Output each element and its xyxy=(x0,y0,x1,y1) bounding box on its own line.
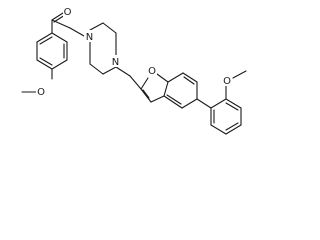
atom-label-methoxyphenyl-oxygen: O xyxy=(222,75,232,87)
ortho-methoxy xyxy=(225,70,247,100)
furan-ring xyxy=(140,73,169,103)
methylene-link xyxy=(69,27,85,37)
methoxyphenyl-ring xyxy=(210,98,242,135)
svg-text:O: O xyxy=(64,7,72,18)
svg-text:O: O xyxy=(148,66,156,77)
atom-label-anisyl-oxygen: O xyxy=(36,86,46,98)
svg-text:O: O xyxy=(223,76,231,87)
svg-text:N: N xyxy=(86,32,93,43)
benzo-ring xyxy=(163,72,198,109)
chemical-structure: O O N N O O xyxy=(21,6,247,135)
anisyl-ring xyxy=(36,32,68,70)
atom-label-piperazine-n1: N xyxy=(84,30,95,43)
svg-text:O: O xyxy=(37,87,45,98)
benzofuran-link xyxy=(115,66,142,90)
atom-label-piperazine-n4: N xyxy=(110,55,121,68)
svg-text:N: N xyxy=(112,57,119,68)
biaryl-bond xyxy=(196,98,212,109)
atom-label-furan-oxygen: O xyxy=(147,65,157,77)
piperazine-ring xyxy=(89,22,117,75)
anisyl-methoxy xyxy=(21,68,53,93)
atom-label-ketone-oxygen: O xyxy=(63,6,72,18)
